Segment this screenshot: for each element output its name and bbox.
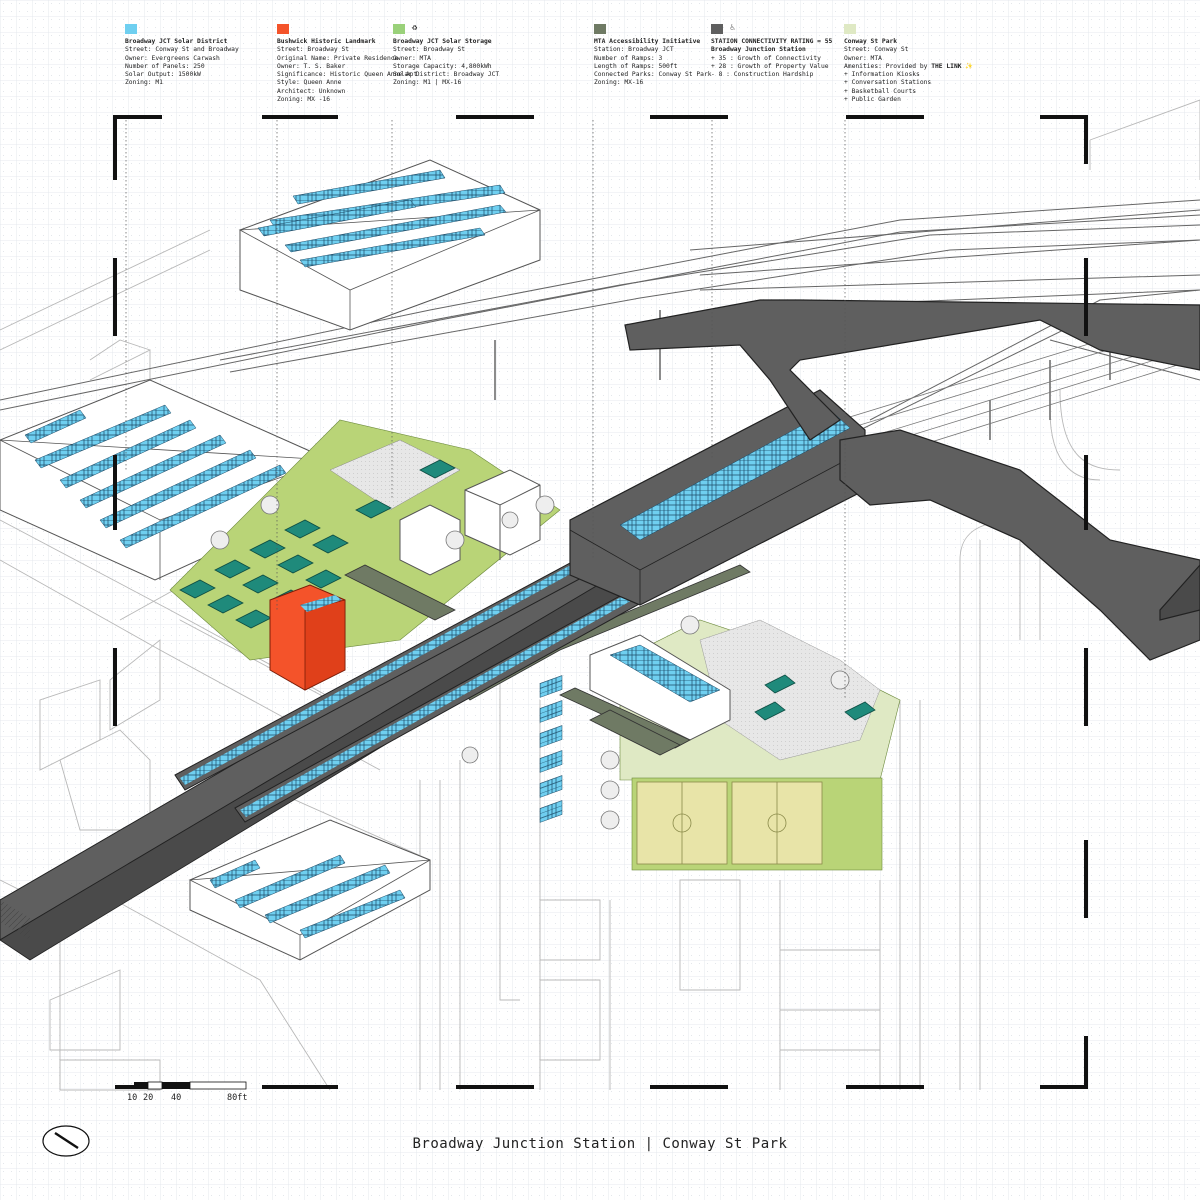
legend-line: Owner: Evergreens Carwash (125, 54, 220, 62)
legend-solar-storage: ♻ Broadway JCT Solar Storage Street: Bro… (393, 23, 500, 88)
drawing-caption: Broadway Junction Station | Conway St Pa… (412, 1136, 788, 1152)
scale-bar (134, 1081, 247, 1090)
legend-swatch (594, 24, 606, 34)
legend-line: Original Name: Private Residence (277, 54, 399, 62)
legend-line: Storage Capacity: 4,800kWh (393, 62, 492, 70)
elevated-highway (0, 199, 1200, 431)
station-platforms (0, 554, 651, 961)
legend-line: - 8 : Construction Hardship (711, 71, 814, 79)
legend-line: Solar District: Broadway JCT (393, 71, 500, 79)
legend-accessibility: MTA Accessibility Initiative Station: Br… (594, 24, 712, 88)
legend-line: Amenities: Provided by THE LINK ✨ (844, 63, 973, 71)
legend-line: Significance: Historic Queen Anne Apt (277, 71, 418, 79)
legend-swatch (711, 24, 723, 34)
legend-line: Zoning: MX-16 (594, 79, 644, 87)
legend-historic-landmark: Bushwick Historic Landmark Street: Broad… (277, 24, 417, 104)
station-hub (569, 389, 866, 606)
legend-line: + Basketball Courts (844, 87, 917, 95)
legend-swatch (125, 24, 137, 34)
legend-line: Number of Panels: 250 (125, 62, 205, 70)
legend-line: Number of Ramps: 3 (594, 54, 663, 62)
accessibility-icon: ♿ (730, 23, 736, 33)
legend-solar-district: Broadway JCT Solar District Street: Conw… (125, 24, 239, 88)
legend-subtitle: Broadway Junction Station (711, 46, 806, 54)
legend-line: Style: Queen Anne (277, 79, 342, 87)
park-solar-building (589, 634, 731, 741)
solar-strip-south (539, 675, 563, 823)
legend-title: Conway St Park (844, 38, 898, 45)
solar-building-north (238, 159, 541, 331)
elevated-concourse (624, 299, 1200, 661)
legend-line: + 35 : Growth of Connectivity (711, 54, 821, 62)
legend-line: + Information Kiosks (844, 71, 920, 79)
legend-line: Street: Conway St (844, 46, 909, 54)
legend-line: + 28 : Growth of Property Value (711, 62, 829, 70)
legend-line: Zoning: M1 (125, 79, 163, 87)
scale-label: 20 (143, 1093, 154, 1103)
link-icon: ✨ (965, 62, 974, 70)
park-buildings (399, 469, 541, 576)
legend-line: Station: Broadway JCT (594, 46, 674, 54)
legend-title: MTA Accessibility Initiative (594, 38, 701, 45)
legend-conway-park: Conway St Park Street: Conway St Owner: … (844, 24, 973, 104)
legend-line: + Public Garden (844, 96, 901, 104)
trees (210, 495, 850, 830)
scale-label: 10 (127, 1093, 138, 1103)
scale-label: 40 (171, 1093, 182, 1103)
legend-line: Owner: MTA (393, 54, 431, 62)
recycle-icon: ♻ (412, 23, 418, 33)
legend-line: Street: Conway St and Broadway (125, 46, 239, 54)
legend-line: Architect: Unknown (277, 87, 346, 95)
legend-swatch (844, 24, 856, 34)
solar-building-south (188, 819, 431, 961)
legend-connectivity: ♿ STATION CONNECTIVITY RATING = 55 Broad… (711, 23, 833, 79)
legend-line: Owner: T. S. Baker (277, 62, 346, 70)
leader-lines (125, 120, 846, 700)
basketball-courts (636, 781, 823, 865)
legend-line: Solar Output: 1500kW (125, 71, 201, 79)
legend-line: Connected Parks: Conway St Park (594, 71, 712, 79)
legend-line: Owner: MTA (844, 54, 882, 62)
scale-label: 80ft (227, 1093, 248, 1103)
accessibility-ramps (344, 564, 751, 756)
legend-line: Street: Broadway St (277, 46, 350, 54)
legend-title: Broadway JCT Solar District (125, 38, 228, 45)
legend-line: Zoning: M1 | MX-16 (393, 79, 462, 87)
historic-landmark-building (269, 584, 346, 691)
legend-line: + Conversation Stations (844, 79, 932, 87)
solar-storage-park (169, 419, 561, 661)
legend-line: Zoning: MX -16 (277, 96, 331, 104)
legend-title: STATION CONNECTIVITY RATING = 55 (711, 38, 833, 45)
legend-title: Broadway JCT Solar Storage (393, 38, 492, 45)
legend-line: Length of Ramps: 500ft (594, 62, 678, 70)
the-link-label: THE LINK (931, 62, 962, 70)
legend-swatch (393, 24, 405, 34)
north-arrow-icon (42, 1125, 90, 1157)
legend-swatch (277, 24, 289, 34)
legend-line-text: Amenities: Provided by (844, 62, 928, 70)
rail-tracks (839, 309, 1200, 459)
legend-line: Street: Broadway St (393, 46, 466, 54)
legend-title: Bushwick Historic Landmark (277, 38, 376, 45)
